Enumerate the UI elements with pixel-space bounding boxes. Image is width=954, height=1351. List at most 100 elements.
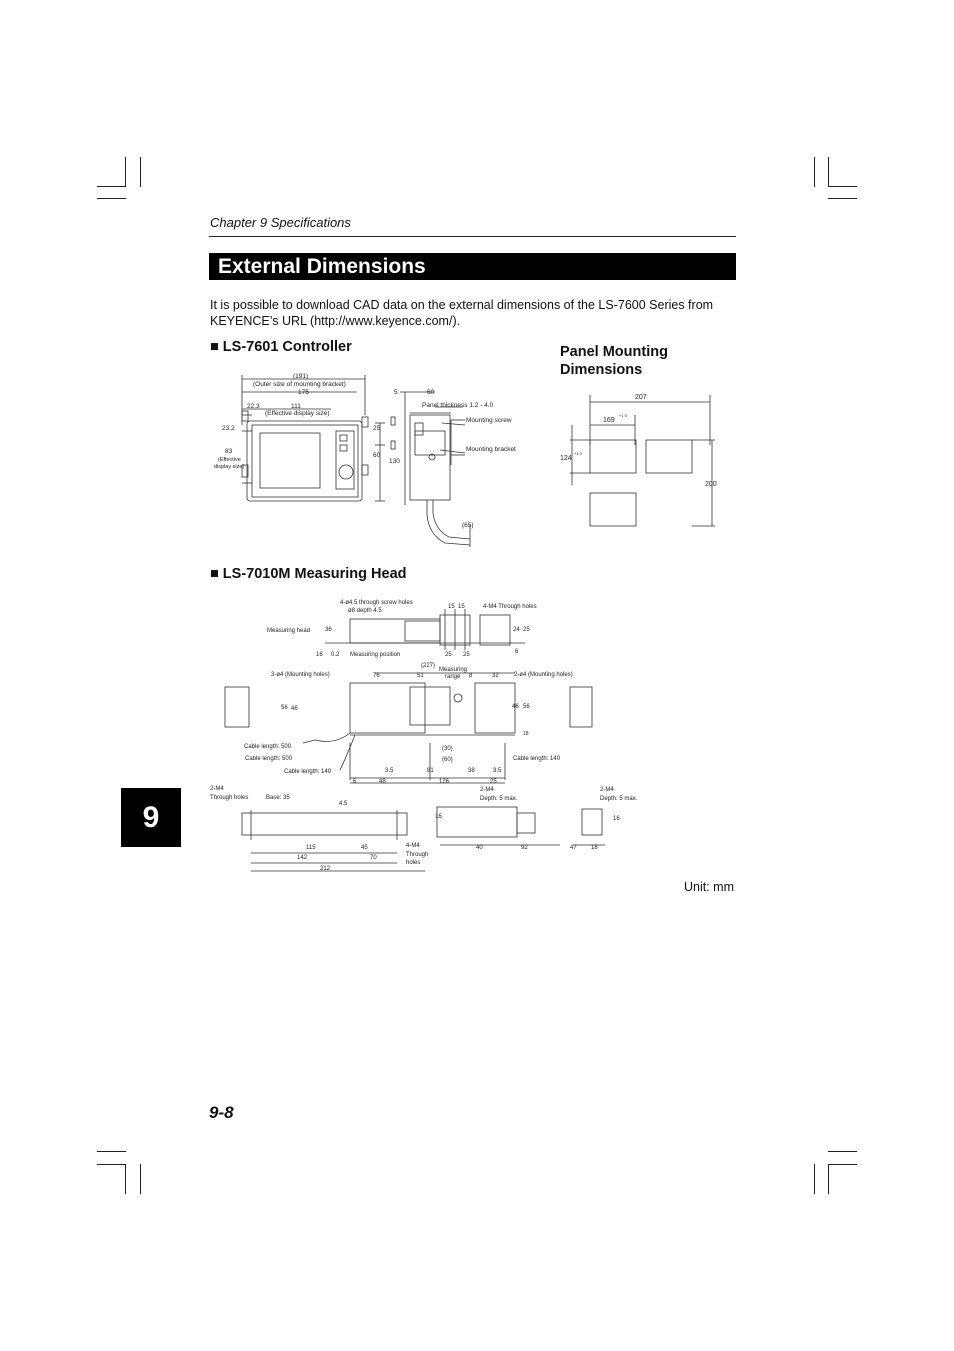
panel-mounting-drawing: 207 169 +1 0 124 +1 0 200 xyxy=(560,394,717,527)
crop-mark-top-right xyxy=(814,157,815,187)
dim-6r: 6 xyxy=(515,649,519,655)
dim-60b: 60 xyxy=(373,452,381,459)
chapter-tab-number: 9 xyxy=(142,801,160,834)
crop-mark-top-right xyxy=(828,186,857,187)
dim-36: 36 xyxy=(325,627,332,633)
crop-mark-top-left xyxy=(97,198,126,199)
holes-label-2: holes xyxy=(406,860,420,866)
depth-label-a: Depth: 5 max. xyxy=(480,796,518,802)
crop-mark-top-left xyxy=(97,186,126,187)
m4-label-b: 4-M4 xyxy=(406,843,420,849)
crop-mark-top-left xyxy=(140,157,141,187)
section-heading-head: ■ LS-7010M Measuring Head xyxy=(210,566,407,582)
dim-70: 70 xyxy=(370,855,377,861)
base-label: Base: 35 xyxy=(266,795,290,801)
dim-56l: 56 xyxy=(281,705,288,711)
measuring-position: Measuring position xyxy=(350,652,400,658)
crop-mark-top-right xyxy=(828,157,829,187)
mounting-holes-2: 2-ø4 (Mounting holes) xyxy=(514,672,573,678)
dim-126: 126 xyxy=(439,779,450,785)
crop-mark-bottom-right xyxy=(814,1164,815,1194)
cable-500a: Cable length: 500 xyxy=(244,744,292,750)
dim-111: 111 xyxy=(291,403,301,410)
cable-140b: Cable length: 140 xyxy=(513,756,561,762)
dim-16: 16 xyxy=(316,652,323,658)
dim-8: 8 xyxy=(469,673,473,679)
m4-label-c: 2-M4 xyxy=(480,787,494,793)
tol-124: +1 0 xyxy=(574,451,583,456)
dim-25: 25 xyxy=(373,425,381,432)
dim-60: 60 xyxy=(427,389,435,396)
measuring-range-1: Measuring xyxy=(439,667,467,673)
dim-207: 207 xyxy=(635,394,647,401)
dim-169: 169 xyxy=(603,417,615,424)
dim-18: 18 xyxy=(591,845,598,851)
mounting-bracket: Mounting bracket xyxy=(466,446,516,453)
dim-effective: (Effective xyxy=(218,457,241,463)
dim-15a: 15 xyxy=(448,604,455,610)
dim-outer-note: (Outer size of mounting bracket) xyxy=(253,381,346,388)
dim-3-5a: 3.5 xyxy=(385,768,394,774)
dim-25c: 25 xyxy=(490,779,497,785)
m4-label-d: 2-M4 xyxy=(600,787,614,793)
header-rule xyxy=(209,236,736,237)
dim-51: 51 xyxy=(417,673,424,679)
section-heading-panel: Panel Mounting Dimensions xyxy=(560,344,668,378)
m4-holes-note: 4-M4 Through holes xyxy=(483,604,537,610)
dim-46r: 46 xyxy=(512,704,519,710)
panel-thickness: Panel thickness 1.2 - 4.0 xyxy=(422,402,494,409)
dim-81: 81 xyxy=(427,768,434,774)
crop-mark-bottom-left xyxy=(97,1151,126,1152)
through-holes-label: Through holes xyxy=(210,795,248,801)
page-title: External Dimensions xyxy=(218,255,426,278)
m4-label-a: 2-M4 xyxy=(210,786,224,792)
dim-130: 130 xyxy=(389,458,400,465)
dim-124: 124 xyxy=(560,455,572,462)
tol-169: +1 0 xyxy=(619,413,628,418)
dim-227: (227) xyxy=(421,663,435,669)
chapter-tab xyxy=(121,788,181,847)
crop-mark-top-left xyxy=(125,157,126,187)
title-bar xyxy=(209,253,736,280)
dim-16c: 16 xyxy=(613,816,620,822)
dim-76: 76 xyxy=(373,673,380,679)
dim-45: 45 xyxy=(361,845,368,851)
crop-mark-top-right xyxy=(828,198,857,199)
crop-mark-bottom-left xyxy=(97,1164,126,1165)
dim-25a: 25 xyxy=(445,652,452,658)
dim-56r: 56 xyxy=(523,704,530,710)
dim-92: 92 xyxy=(521,845,528,851)
section-heading-controller: ■ LS-7601 Controller xyxy=(210,339,352,355)
depth-label-b: Depth: 5 max. xyxy=(600,796,638,802)
crop-mark-bottom-right xyxy=(828,1151,857,1152)
dim-38: 38 xyxy=(468,768,475,774)
dim-eff-display: (Effective display size) xyxy=(265,410,330,417)
chapter-label: Chapter 9 Specifications xyxy=(210,215,351,230)
dim-142: 142 xyxy=(297,855,308,861)
dim-212: 212 xyxy=(320,866,331,872)
unit-label: Unit: mm xyxy=(684,880,734,894)
dim-40: 40 xyxy=(476,845,483,851)
dim-48: 48 xyxy=(379,779,386,785)
dim-25r: 25 xyxy=(523,627,530,633)
dim-65: (65) xyxy=(462,522,474,529)
dim-46l: 46 xyxy=(291,706,298,712)
page-number: 9-8 xyxy=(209,1103,234,1122)
dim-0-2: 0.2 xyxy=(331,652,340,658)
controller-drawing: (191) (Outer size of mounting bracket) 1… xyxy=(214,373,516,547)
dim-200: 200 xyxy=(705,481,717,488)
through-label-2: Through xyxy=(406,852,428,858)
dim-23-2: 23.2 xyxy=(222,425,235,432)
dim-32: 32 xyxy=(492,673,499,679)
intro-paragraph: It is possible to download CAD data on t… xyxy=(210,298,714,328)
dim-outer: (191) xyxy=(293,373,308,380)
dim-175: 175 xyxy=(298,389,309,396)
mounting-holes-3: 3-ø4 (Mounting holes) xyxy=(271,672,330,678)
crop-mark-bottom-right xyxy=(828,1164,829,1194)
dim-60: (60) xyxy=(442,757,453,763)
cable-500b: Cable length: 500 xyxy=(245,756,293,762)
dim-24: 24 xyxy=(513,627,520,633)
dim-6: 6 xyxy=(353,779,357,785)
dim-25b: 25 xyxy=(463,652,470,658)
dim-display-size: display size) xyxy=(214,464,244,470)
